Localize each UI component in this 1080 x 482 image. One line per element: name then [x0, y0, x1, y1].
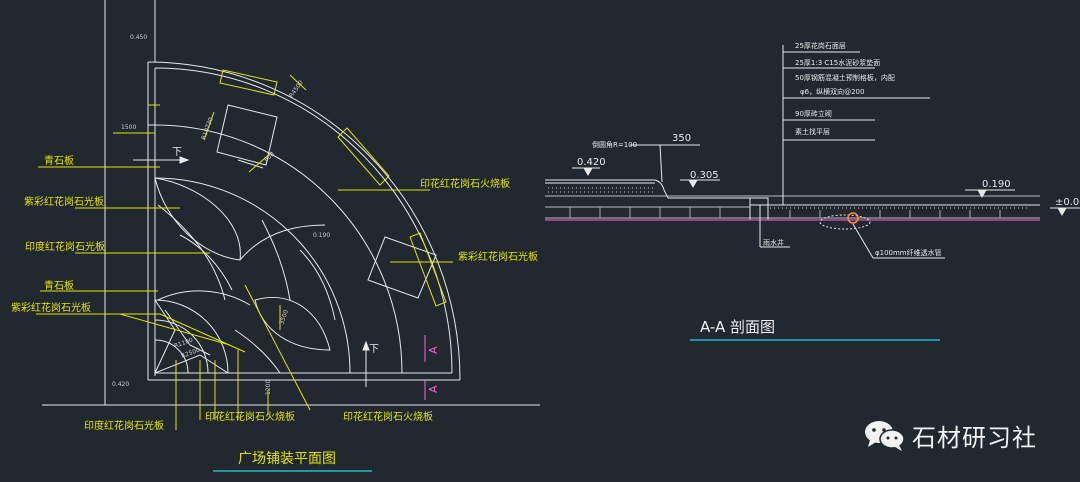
watermark-text: 石材研习社: [912, 423, 1037, 452]
section-title: A-A 剖面图: [700, 318, 775, 336]
wechat-icon: [865, 421, 905, 451]
section-layer-1: 25厚花岗石面层: [795, 41, 846, 50]
label-yinhua-right: 印花红花岗石火烧板: [420, 177, 510, 190]
arrow-down-label-2: 下: [369, 344, 379, 355]
label-zicai-2: 紫彩红花岗石光板: [11, 301, 91, 314]
label-yindu-bottom: 印度红花岗石光板: [84, 419, 164, 432]
label-yinhua-bottom-2: 印花红花岗石火烧板: [343, 410, 433, 423]
section-drain-well: 雨水井: [763, 238, 784, 247]
dim-left-width: 1500: [121, 124, 136, 131]
dim-tile-side: 800: [263, 151, 276, 164]
section-level-4: ±0.00: [1055, 197, 1080, 208]
plan-curb-strips: [219, 69, 447, 307]
section-drain-pipe: φ100mm纤维透水管: [875, 248, 942, 257]
plan-arrows: [133, 156, 370, 387]
section-level-1: 0.420: [577, 157, 606, 168]
level-inner: 0.190: [313, 232, 330, 239]
dim-bottom: 1200: [265, 380, 272, 395]
plan-leaders: [36, 166, 453, 430]
section-mark-bottom: A: [427, 385, 440, 393]
level-top: 0.450: [130, 34, 147, 41]
section-leaders: [572, 144, 1080, 259]
label-qingshiban-2: 青石板: [44, 279, 74, 292]
label-yindu-1: 印度红花岗石光板: [25, 240, 105, 253]
section-view: [545, 45, 1040, 221]
dim-rad-d: 3500: [278, 309, 290, 326]
section-layer-6: 素土找平层: [795, 127, 830, 136]
drain-pipe-symbol: [819, 212, 871, 230]
section-level-2: 0.305: [690, 170, 719, 181]
section-layer-2: 25厚1:3 C15水泥砂浆垫面: [795, 58, 880, 67]
label-qingshiban-1: 青石板: [44, 154, 74, 167]
section-edge-note: 倒圆角R=100: [592, 140, 637, 149]
section-level-3: 0.190: [982, 179, 1011, 190]
label-zicai-right: 紫彩红花岗石光板: [458, 250, 538, 263]
label-zicai-1: 紫彩红花岗石光板: [24, 195, 104, 208]
plan-dimension-marks: [113, 74, 307, 415]
label-yinhua-bottom-1: 印花红花岗石火烧板: [205, 410, 295, 423]
dim-tile-angle: R10730: [200, 116, 215, 140]
level-bottom: 0.420: [112, 381, 129, 388]
dim-radius-a: R4500: [288, 79, 305, 99]
section-layer-4: φ6，纵横双向@200: [800, 87, 864, 96]
watermark: 石材研习社: [862, 418, 1037, 452]
plan-title: 广场铺装平面图: [238, 451, 336, 467]
dim-radius-b: R1100: [173, 337, 194, 350]
arrow-down-label-1: 下: [172, 147, 182, 158]
section-layer-5: 90厚砖立砌: [795, 109, 832, 118]
plan-view: [42, 0, 540, 406]
dim-radius-c: R2500: [180, 347, 201, 360]
section-dim-350: 350: [672, 133, 691, 144]
section-mark-top: A: [427, 346, 440, 354]
section-layer-3: 50厚钢筋混凝土预制格板，内配: [795, 73, 895, 82]
